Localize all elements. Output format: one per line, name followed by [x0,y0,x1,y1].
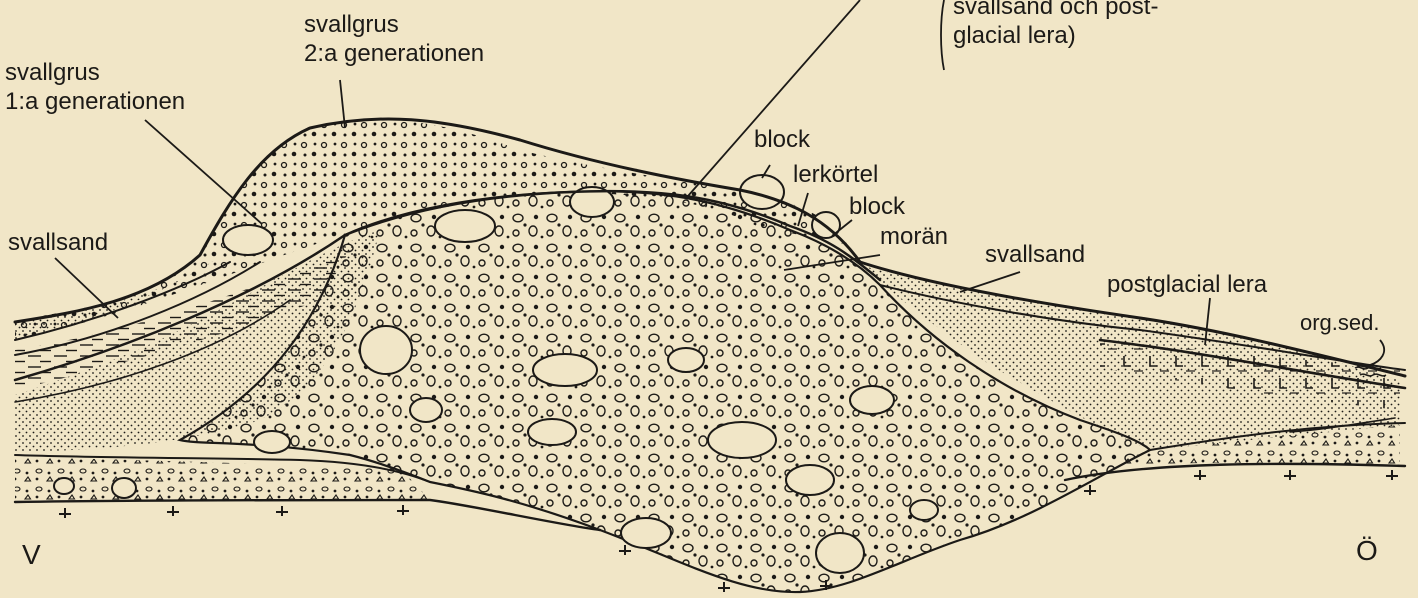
svallgrus-2-line-1: svallgrus [304,10,484,39]
svallgrus-1-line-1: svallgrus [5,58,185,87]
svallgrus-1-line-2: 1:a generationen [5,87,185,116]
svallgrus-2-label: svallgrus 2:a generationen [304,10,484,68]
west-label: V [22,540,41,569]
note-line-2: glacial lera) [953,21,1158,50]
east-label: Ö [1356,536,1378,565]
block-upper-label: block [754,125,810,154]
basal-layer [15,457,430,502]
top-right-note: svallsand och post- glacial lera) [953,0,1158,50]
svallsand-left-label: svallsand [8,228,108,257]
block-lower-label: block [849,192,905,221]
postglacial-lera-label: postglacial lera [1107,270,1267,299]
svallsand-right-label: svallsand [985,240,1085,269]
note-line-1: svallsand och post- [953,0,1158,21]
moran-label: morän [880,222,948,251]
svallgrus-2-line-2: 2:a generationen [304,39,484,68]
org-sed-label: org.sed. [1300,308,1380,337]
lerkortel-label: lerkörtel [793,160,878,189]
svallgrus-1-label: svallgrus 1:a generationen [5,58,185,116]
